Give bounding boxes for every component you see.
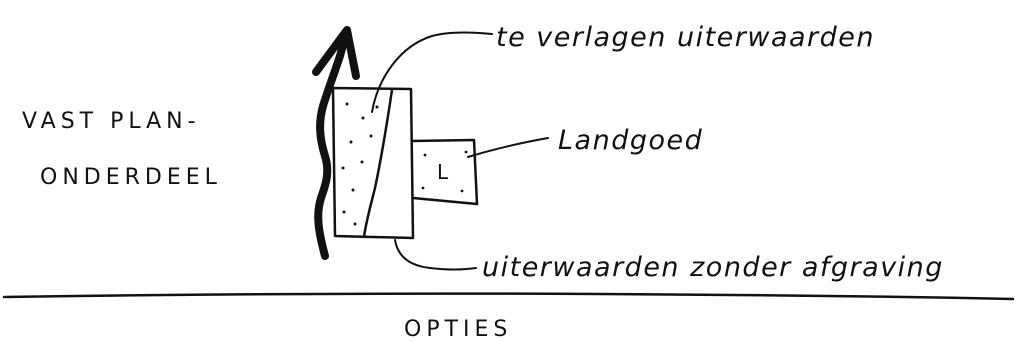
- stipple-dots: [341, 102, 379, 226]
- leader-line-landgoed: [467, 137, 549, 158]
- river-arrow: [312, 26, 360, 260]
- leader-line-bottom: [394, 239, 477, 271]
- divider-line: [2, 292, 1015, 301]
- uiterwaarden-block: [331, 86, 415, 240]
- annotation-zonder-afgraving: uiterwaarden zonder afgraving: [482, 252, 944, 283]
- leader-line-top: [371, 31, 493, 113]
- landgoed-block: L: [410, 138, 479, 206]
- opties-label: OPTIES: [404, 317, 512, 342]
- vast-plan-label-line2: ONDERDEEL: [40, 165, 222, 190]
- annotation-te-verlagen: te verlagen uiterwaarden: [496, 22, 875, 53]
- landgoed-letter: L: [437, 160, 449, 184]
- annotation-landgoed: Landgoed: [558, 125, 703, 156]
- vast-plan-label-line1: VAST PLAN-: [22, 109, 201, 134]
